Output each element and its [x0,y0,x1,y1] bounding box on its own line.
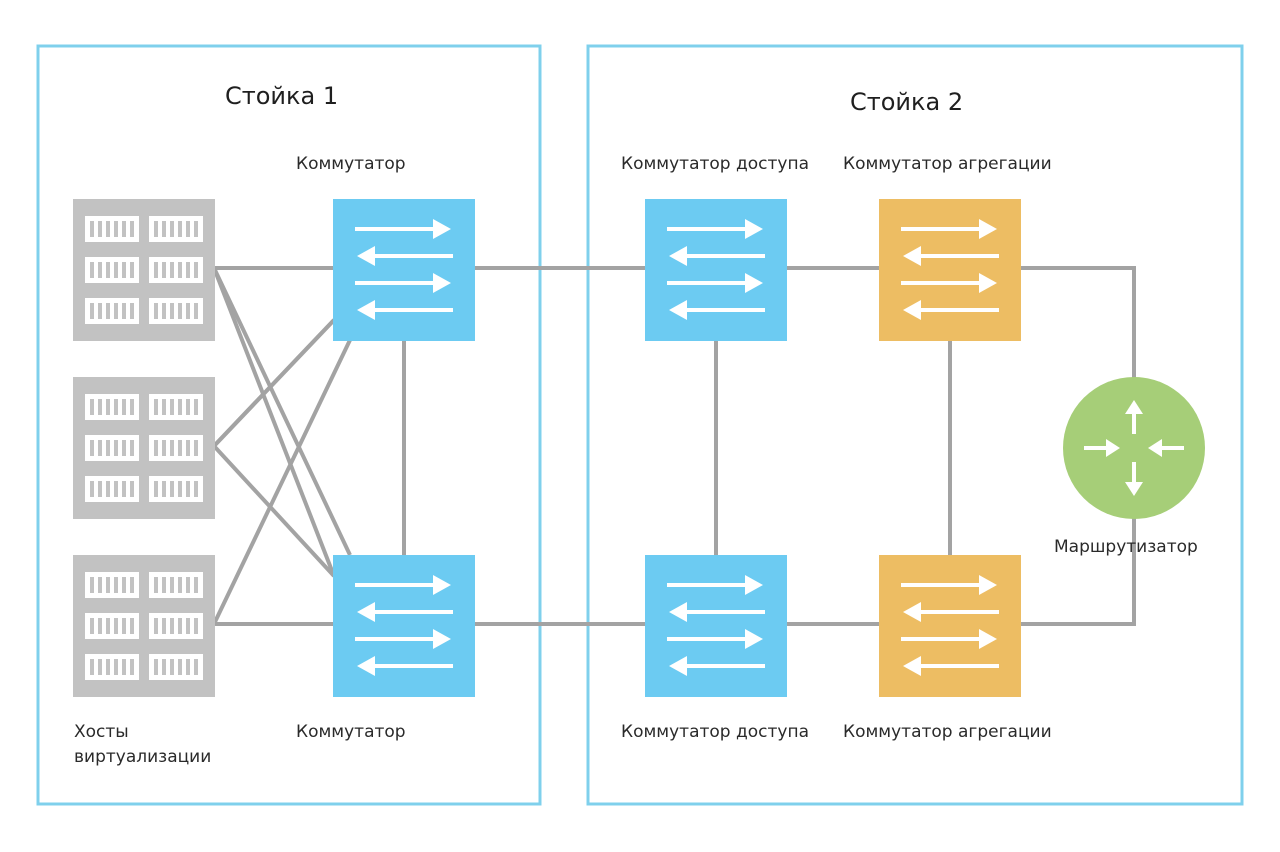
server-rack-icon [73,555,215,697]
access-switch-top-label: Коммутатор доступа [621,154,809,174]
hosts-label-line1: Хосты [74,722,129,742]
rack1-switch-top-label: Коммутатор [296,154,406,174]
access-switch-bottom-label: Коммутатор доступа [621,722,809,742]
switch-arrows-icon [645,199,787,341]
server-rack-icon [73,377,215,519]
switch-arrows-icon [333,199,475,341]
rack1-switch-bottom-label: Коммутатор [296,722,406,742]
rack1-frame [36,44,542,806]
rack1-title: Стойка 1 [225,82,339,110]
switch-arrows-icon [879,555,1021,697]
router-arrows-icon [1063,377,1205,519]
hosts-label-line2: виртуализации [74,747,212,767]
switch-arrows-icon [333,555,475,697]
switch-arrows-icon [879,199,1021,341]
router-label: Маршрутизатор [1054,537,1198,557]
links [212,266,1136,626]
rack2-frame [586,44,1244,806]
aggregation-switch-top-label: Коммутатор агрегации [843,154,1052,174]
aggregation-switch-bottom-label: Коммутатор агрегации [843,722,1052,742]
switch-arrows-icon [645,555,787,697]
server-rack-icon [73,199,215,341]
rack2-title: Стойка 2 [850,88,964,116]
